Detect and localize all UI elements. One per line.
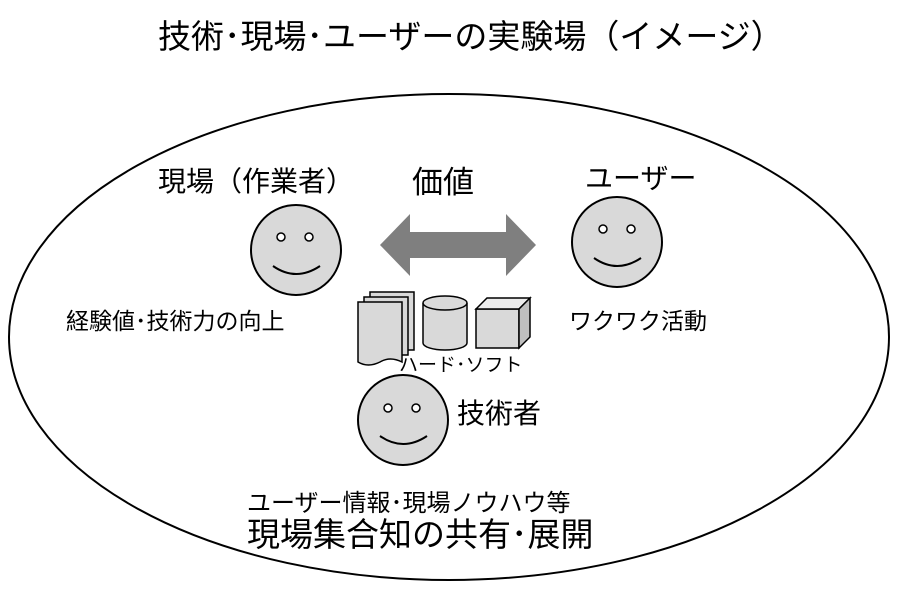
sharing-subtitle: ユーザー情報･現場ノウハウ等: [247, 489, 571, 517]
double-arrow-icon: [380, 214, 536, 276]
value-label: 価値: [412, 165, 474, 201]
genba-benefit-text: 経験値･技術力の向上: [66, 309, 285, 335]
sharing-main-text: 現場集合知の共有･展開: [247, 515, 594, 554]
genba-label: 現場（作業者）: [158, 165, 355, 198]
multi-document-icon: [357, 291, 415, 366]
cube-icon: [474, 296, 532, 350]
user-label: ユーザー: [585, 162, 697, 195]
engineer-label: 技術者: [457, 397, 542, 430]
smiley-face-icon: [571, 196, 663, 288]
hardware-software-label: ハード･ソフト: [399, 354, 523, 376]
outer-ellipse: [8, 93, 890, 581]
smiley-face-icon: [357, 374, 449, 466]
smiley-face-icon: [250, 204, 342, 296]
cylinder-icon: [422, 295, 468, 351]
user-benefit-text: ワクワク活動: [569, 309, 707, 335]
page-title: 技術･現場･ユーザーの実験場（イメージ）: [158, 17, 784, 56]
